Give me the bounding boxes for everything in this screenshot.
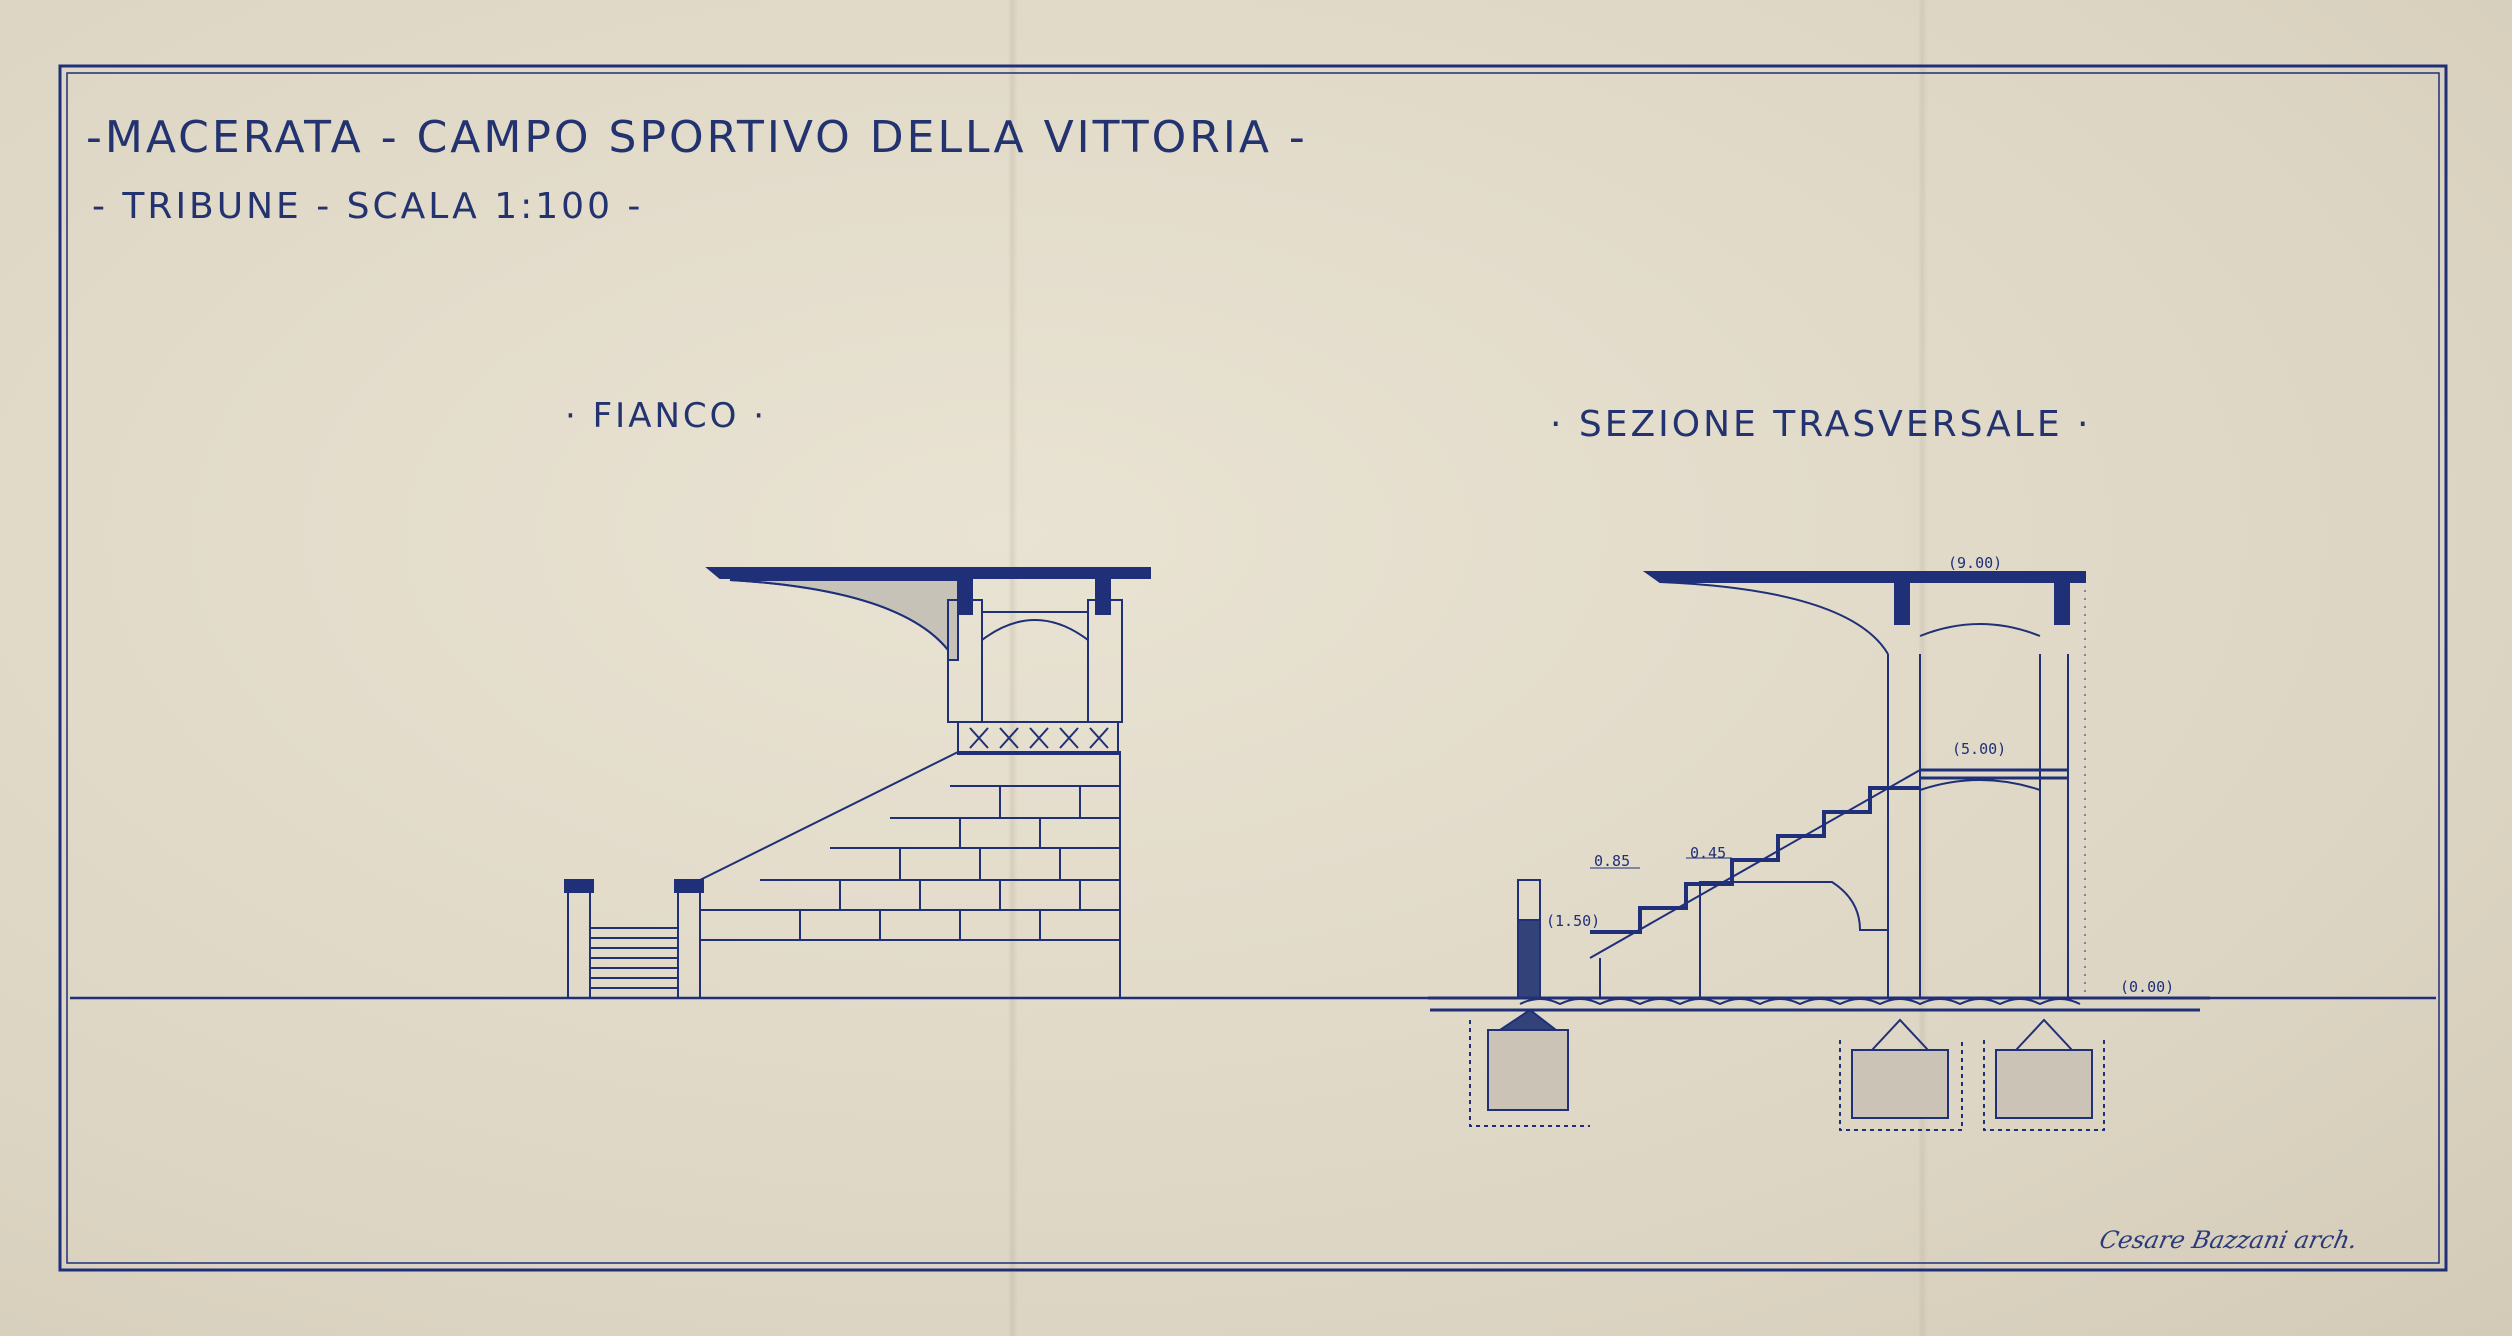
cross-section: [1428, 571, 2210, 1131]
gallery-level-label: (5.00): [1952, 740, 2007, 758]
ground-level-label: (0.00): [2120, 978, 2175, 996]
tread-dimension: 0.85: [1594, 852, 1631, 870]
riser-dimension: 0.45: [1690, 844, 1727, 862]
step-level-label: (1.50): [1546, 912, 1601, 930]
drawing-subtitle-scale: - TRIBUNE - SCALA 1:100 -: [92, 186, 644, 227]
side-view-label: · FIANCO ·: [565, 396, 768, 436]
drawing-frame: [58, 64, 2448, 1272]
drawing-title: -MACERATA - CAMPO SPORTIVO DELLA VITTORI…: [86, 112, 1308, 163]
section-view-label: · SEZIONE TRASVERSALE ·: [1550, 404, 2092, 445]
architect-signature: Cesare Bazzani arch.: [2097, 1226, 2361, 1254]
roof-level-label: (9.00): [1948, 554, 2003, 572]
side-elevation: [564, 567, 1151, 999]
footings: [1469, 1008, 2105, 1131]
